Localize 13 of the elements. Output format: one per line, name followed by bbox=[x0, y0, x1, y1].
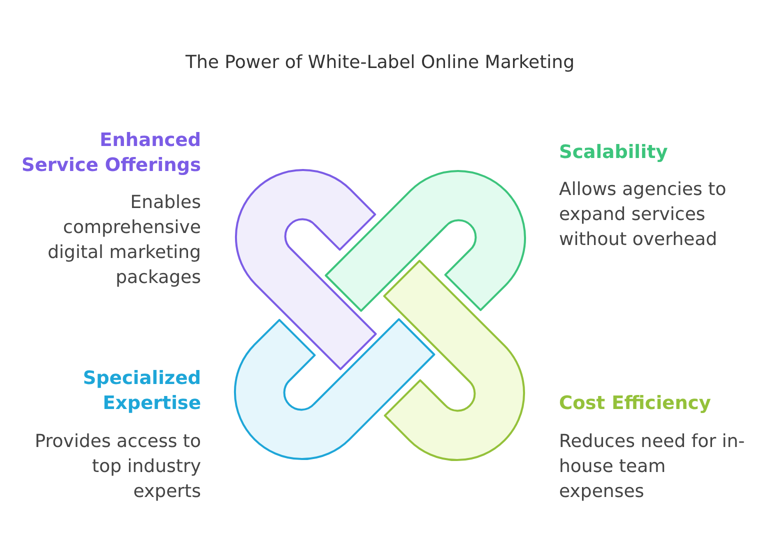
item-description: Reduces need for in-house team expenses bbox=[559, 430, 746, 504]
diagram-title: The Power of White-Label Online Marketing bbox=[184, 52, 576, 73]
item-heading: Enhanced Service Offerings bbox=[21, 129, 201, 178]
link-shape bbox=[324, 170, 526, 312]
item-heading: Cost Efficiency bbox=[559, 392, 712, 416]
item-heading: Specialized Expertise bbox=[82, 367, 201, 416]
link-shape bbox=[235, 169, 377, 370]
item-description: Provides access to top industry experts bbox=[34, 430, 201, 504]
link-shape bbox=[383, 260, 525, 461]
item-description: Enables comprehensive digital marketing packages bbox=[46, 191, 201, 290]
item-description: Allows agencies to expand services without overhead bbox=[559, 178, 728, 252]
link-shape bbox=[234, 318, 436, 460]
item-heading: Scalability bbox=[559, 141, 669, 165]
